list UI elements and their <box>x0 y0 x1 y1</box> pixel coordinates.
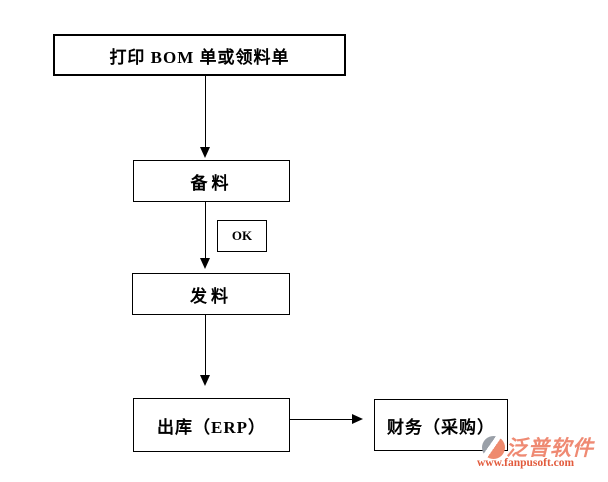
connector-line-print-to-prepare <box>205 76 206 147</box>
arrow-down-icon <box>200 375 210 386</box>
fanpu-logo-icon <box>482 436 505 459</box>
flow-node-finance-purchase: 财务（采购） <box>374 399 508 451</box>
flow-node-print-bom: 打印 BOM 单或领料单 <box>53 34 346 76</box>
connector-line-outbound-to-finance <box>290 419 352 420</box>
flow-node-outbound-erp: 出库（ERP） <box>133 398 290 452</box>
vendor-website-url: www.fanpusoft.com <box>477 457 575 469</box>
vendor-brand-name: 泛普软件 <box>506 436 594 460</box>
connector-line-prepare-to-issue <box>205 202 206 258</box>
connector-line-issue-to-outbound <box>205 315 206 375</box>
arrow-down-icon <box>200 147 210 158</box>
arrow-right-icon <box>352 414 363 424</box>
flow-node-issue-material: 发料 <box>132 273 290 315</box>
flow-node-prepare-material: 备料 <box>133 160 290 202</box>
arrow-down-icon <box>200 258 210 269</box>
vendor-watermark: 泛普软件 www.fanpusoft.com <box>477 432 608 474</box>
flow-annotation-ok: OK <box>217 220 267 252</box>
